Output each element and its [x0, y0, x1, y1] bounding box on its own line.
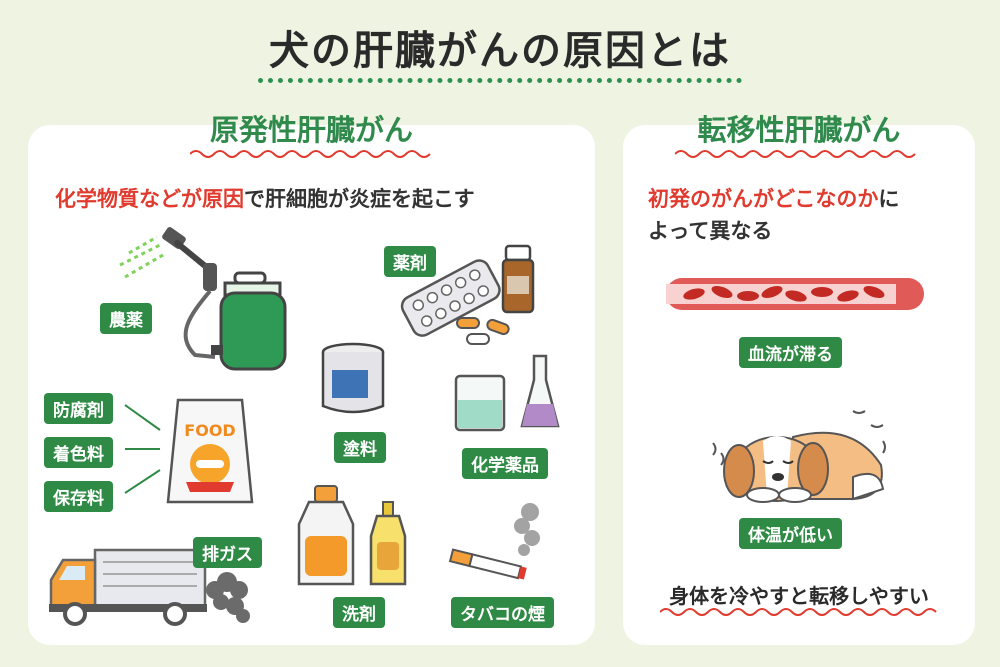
preservative-label: 防腐剤 [44, 393, 113, 424]
coloring-label: 着色料 [44, 437, 113, 468]
left-subtitle-rest: で肝細胞が炎症を起こす [244, 187, 475, 211]
left-subtitle: 化学物質などが原因で肝細胞が炎症を起こす [55, 183, 475, 215]
right-subtitle-highlight: 初発のがんがどこなのか [648, 187, 879, 211]
preserving-label: 保存料 [44, 481, 113, 512]
paint-can-illustration [321, 342, 385, 414]
cold-dog-illustration [712, 410, 886, 503]
left-subtitle-highlight: 化学物質などが原因 [55, 187, 244, 211]
right-panel [623, 125, 975, 645]
chemicals-label: 化学薬品 [462, 448, 548, 479]
chemicals-illustration [454, 354, 560, 432]
metastasis-conclusion: 身体を冷やすと転移しやすい [669, 584, 929, 608]
left-heading-wave [190, 150, 431, 158]
food-bag-illustration: FOOD [166, 398, 254, 504]
cigarette-illustration [448, 503, 540, 580]
conclusion-wave [660, 608, 937, 616]
exhaust-label: 排ガス [193, 537, 262, 568]
tobacco-label: タバコの煙 [451, 597, 554, 628]
detergent-label: 洗剤 [333, 597, 385, 628]
blood-vessel-illustration [666, 278, 924, 310]
blood-flow-label: 血流が滞る [739, 337, 842, 368]
detergent-illustration [297, 485, 407, 586]
pesticide-label: 農薬 [100, 303, 152, 334]
primary-cancer-heading: 原発性肝臓がん [209, 113, 413, 147]
medicine-label: 薬剤 [384, 246, 436, 277]
right-subtitle: 初発のがんがどこなのかによって異なる [648, 183, 899, 247]
food-bag-text: FOOD [184, 421, 235, 440]
medicine-illustration [400, 244, 535, 345]
paint-label: 塗料 [334, 432, 386, 463]
metastatic-cancer-heading: 転移性肝臓がん [697, 113, 901, 147]
truck-illustration [49, 548, 250, 626]
right-subtitle-line2: よって異なる [648, 219, 773, 243]
right-heading-wave [675, 150, 916, 158]
title-underline [258, 78, 742, 83]
page-title: 犬の肝臓がんの原因とは [269, 28, 731, 74]
body-temp-label: 体温が低い [739, 518, 842, 549]
sprayer-illustration [119, 227, 287, 371]
right-subtitle-rest: に [878, 187, 900, 211]
